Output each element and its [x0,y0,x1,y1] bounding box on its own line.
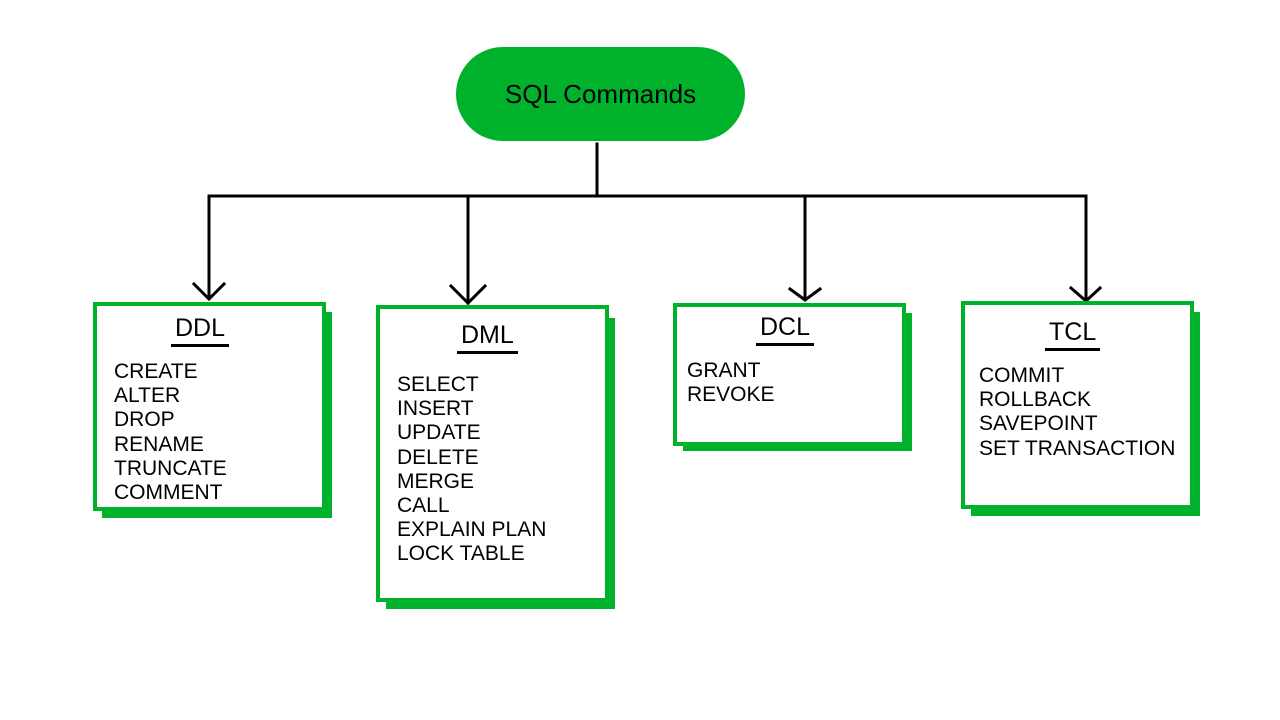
list-item: GRANT [687,359,761,382]
list-item: MERGE [397,469,475,493]
ddl-command-list: CREATE ALTER DROP RENAME TRUNCATE COMMEN… [114,360,227,505]
root-node-sql-commands: SQL Commands [456,47,745,141]
list-item: UPDATE [397,421,481,445]
list-item: REVOKE [687,383,775,407]
list-item: INSERT [397,397,474,421]
dml-title: DML [457,321,518,354]
list-item: COMMENT [114,481,223,505]
tcl-box: TCL COMMIT ROLLBACK SAVEPOINT SET TRANSA… [961,301,1194,509]
dcl-title: DCL [756,313,815,346]
dml-command-list: SELECT INSERT UPDATE DELETE MERGE CALL E… [397,373,546,567]
list-item: DELETE [397,445,479,469]
list-item: DROP [114,408,175,432]
list-item: SELECT [397,373,479,396]
list-item: SET TRANSACTION [979,436,1176,460]
tcl-command-list: COMMIT ROLLBACK SAVEPOINT SET TRANSACTIO… [979,364,1175,461]
ddl-box: DDL CREATE ALTER DROP RENAME TRUNCATE CO… [93,302,326,511]
list-item: CALL [397,494,450,518]
dml-box: DML SELECT INSERT UPDATE DELETE MERGE CA… [376,305,609,602]
dcl-command-list: GRANT REVOKE [687,359,775,407]
list-item: COMMIT [979,364,1065,387]
list-item: ROLLBACK [979,388,1092,412]
dcl-arrowhead [787,286,823,302]
list-item: TRUNCATE [114,456,227,480]
dml-arrowhead [448,283,488,306]
ddl-title: DDL [171,314,230,347]
tcl-title: TCL [1045,318,1101,351]
list-item: EXPLAIN PLAN [397,518,547,542]
list-item: LOCK TABLE [397,542,525,566]
list-item: RENAME [114,432,204,456]
list-item: SAVEPOINT [979,412,1098,436]
list-item: ALTER [114,384,181,408]
list-item: CREATE [114,360,198,383]
root-node-label: SQL Commands [504,78,697,109]
dcl-box: DCL GRANT REVOKE [673,303,906,446]
ddl-arrowhead [191,281,227,302]
